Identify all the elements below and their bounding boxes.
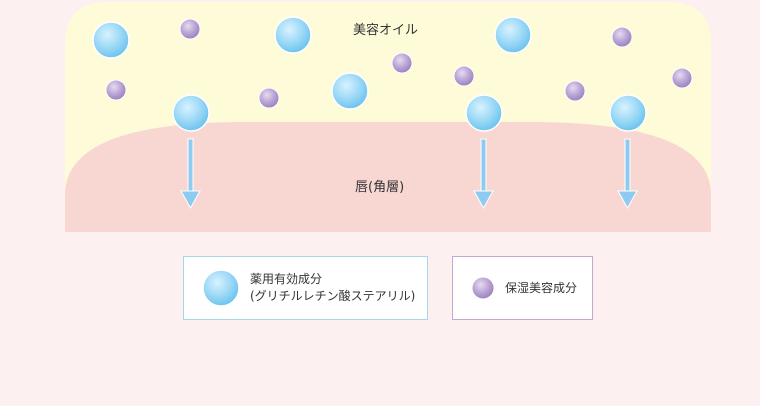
legend-moisturizer: 保湿美容成分	[452, 256, 593, 320]
penetration-arrows	[180, 138, 638, 210]
legend-active-ingredient-detail: (グリチルレチン酸ステアリル)	[250, 289, 416, 303]
active-ingredient-particle-icon	[465, 94, 503, 132]
active-ingredient-particle-icon	[609, 94, 647, 132]
active-ingredient-particle-icon	[202, 269, 240, 307]
moisture-particle-icon	[453, 65, 475, 87]
moisture-particle-icon	[179, 18, 201, 40]
active-particles	[92, 16, 647, 132]
active-ingredient-particle-icon	[331, 72, 369, 110]
active-ingredient-particle-icon	[274, 16, 312, 54]
down-arrow-icon	[180, 138, 201, 210]
legend-active-ingredient-name: 薬用有効成分	[250, 272, 323, 286]
active-ingredient-particle-icon	[172, 94, 210, 132]
lip-layer-label: 唇(角層)	[355, 180, 405, 195]
moisture-particles	[105, 18, 693, 109]
moisture-particle-icon	[258, 87, 280, 109]
moisture-particle-icon	[391, 52, 413, 74]
moisture-particle-icon	[564, 80, 586, 102]
moisture-particle-icon	[471, 276, 495, 300]
moisture-particle-icon	[671, 67, 693, 89]
active-ingredient-particle-icon	[494, 16, 532, 54]
down-arrow-icon	[617, 138, 638, 210]
moisture-particle-icon	[611, 26, 633, 48]
lip-layer	[65, 122, 711, 232]
active-ingredient-particle-icon	[92, 21, 130, 59]
down-arrow-icon	[473, 138, 494, 210]
oil-layer-label: 美容オイル	[353, 23, 419, 38]
legend-moisturizer-name: 保湿美容成分	[505, 281, 578, 295]
moisture-particle-icon	[105, 79, 127, 101]
legend-active-ingredient: 薬用有効成分 (グリチルレチン酸ステアリル)	[183, 256, 428, 320]
